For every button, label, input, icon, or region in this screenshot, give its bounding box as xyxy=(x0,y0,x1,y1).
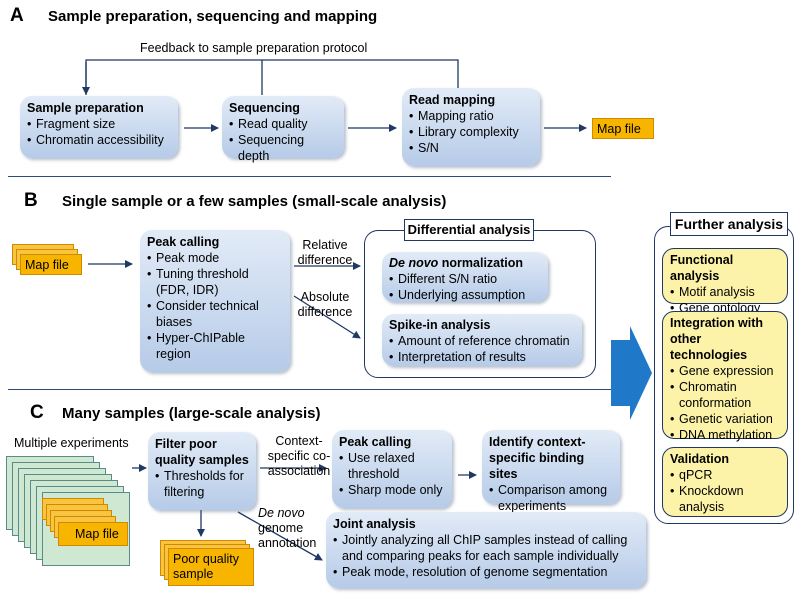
peak-calling-c-box: Peak calling Use relaxed threshold Sharp… xyxy=(332,430,452,508)
functional-analysis-box: Functional analysis Motif analysis Gene … xyxy=(662,248,788,316)
section-a-letter: A xyxy=(10,5,24,26)
map-file-b: Map file xyxy=(20,254,82,275)
spike-in-title: Spike-in analysis xyxy=(389,318,491,332)
feedback-loop-line xyxy=(85,59,459,95)
list-item: Amount of reference chromatin xyxy=(389,333,575,349)
list-item: Underlying assumption xyxy=(389,287,541,303)
list-item: S/N xyxy=(409,140,533,156)
multiple-experiments-label: Multiple experiments xyxy=(14,436,129,450)
functional-analysis-title: Functional analysis xyxy=(670,253,734,283)
list-item: Peak mode xyxy=(147,250,283,266)
arrow-filter-to-joint xyxy=(237,511,323,561)
list-item: Jointly analyzing all ChIP samples inste… xyxy=(333,532,639,564)
sample-preparation-box: Sample preparation Fragment size Chromat… xyxy=(20,96,178,158)
joint-analysis-title: Joint analysis xyxy=(333,517,416,531)
integration-title: Integration with other technologies xyxy=(670,316,764,362)
list-item: Different S/N ratio xyxy=(389,271,541,287)
list-item: Knockdown analysis xyxy=(670,483,780,515)
list-item: Genetic variation xyxy=(670,411,780,427)
list-item: Gene expression xyxy=(670,363,780,379)
filter-title: Filter poor quality samples xyxy=(155,437,249,467)
denovo-normalization-box: De novo normalization Different S/N rati… xyxy=(382,252,548,303)
validation-box: Validation qPCR Knockdown analysis xyxy=(662,447,788,517)
sample-preparation-title: Sample preparation xyxy=(27,101,144,115)
integration-box: Integration with other technologies Gene… xyxy=(662,311,788,443)
section-b-letter: B xyxy=(24,190,38,211)
list-item: Library complexity xyxy=(409,124,533,140)
relative-difference-label: Relative difference xyxy=(297,238,353,267)
normalization-label: normalization xyxy=(438,256,524,270)
map-file-a: Map file xyxy=(592,118,654,139)
arrow-absolute-difference xyxy=(293,295,361,339)
list-item: Fragment size xyxy=(27,116,171,132)
list-item: Interpretation of results xyxy=(389,349,575,365)
list-item: Read quality xyxy=(229,116,337,132)
spike-in-analysis-box: Spike-in analysis Amount of reference ch… xyxy=(382,314,582,366)
filter-box: Filter poor quality samples Thresholds f… xyxy=(148,432,256,510)
map-file-c: Map file xyxy=(58,522,128,546)
validation-title: Validation xyxy=(670,452,730,466)
sequencing-title: Sequencing xyxy=(229,101,300,115)
section-c-letter: C xyxy=(30,402,44,423)
list-item: Tuning threshold (FDR, IDR) xyxy=(147,266,283,298)
denovo-annot-rest: genome annotation xyxy=(258,521,317,550)
denovo-italic: De novo xyxy=(389,256,439,270)
joint-analysis-box: Joint analysis Jointly analyzing all ChI… xyxy=(326,512,646,588)
list-item: Thresholds for filtering xyxy=(155,468,249,500)
peak-calling-b-title: Peak calling xyxy=(147,235,220,249)
section-divider-ab xyxy=(8,176,611,177)
list-item: Comparison among experiments xyxy=(489,482,613,514)
identify-binding-sites-box: Identify context-specific binding sites … xyxy=(482,430,620,513)
list-item: Chromatin conformation xyxy=(670,379,780,411)
section-divider-bc xyxy=(8,389,611,390)
peak-calling-b-box: Peak calling Peak mode Tuning threshold … xyxy=(140,230,290,372)
list-item: DNA methylation xyxy=(670,427,780,443)
list-item: Peak mode, resolution of genome segmenta… xyxy=(333,564,639,580)
list-item: qPCR xyxy=(670,467,780,483)
big-blue-arrow xyxy=(611,326,652,420)
section-a-title: Sample preparation, sequencing and mappi… xyxy=(48,8,378,25)
list-item: Sharp mode only xyxy=(339,482,445,498)
list-item: Hyper-ChIPable region xyxy=(147,330,283,362)
differential-analysis-header: Differential analysis xyxy=(404,219,534,241)
identify-title: Identify context-specific binding sites xyxy=(489,435,586,481)
denovo-annotation-label: De novo genome annotation xyxy=(258,506,318,551)
further-analysis-header: Further analysis xyxy=(670,212,788,236)
peak-calling-c-title: Peak calling xyxy=(339,435,412,449)
section-b-title: Single sample or a few samples (small-sc… xyxy=(62,193,447,210)
list-item: Mapping ratio xyxy=(409,108,533,124)
list-item: Chromatin accessibility xyxy=(27,132,171,148)
feedback-label: Feedback to sample preparation protocol xyxy=(140,41,368,55)
sequencing-box: Sequencing Read quality Sequencing depth xyxy=(222,96,344,163)
list-item: Use relaxed threshold xyxy=(339,450,445,482)
read-mapping-box: Read mapping Mapping ratio Library compl… xyxy=(402,88,540,166)
context-specific-label: Context-specific co-association xyxy=(267,434,331,478)
section-c-title: Many samples (large-scale analysis) xyxy=(62,405,321,422)
list-item: Sequencing depth xyxy=(229,132,337,164)
poor-quality-sample: Poor quality sample xyxy=(168,548,254,586)
list-item: Motif analysis xyxy=(670,284,780,300)
denovo-annot-italic: De novo xyxy=(258,506,305,520)
list-item: Consider technical biases xyxy=(147,298,283,330)
read-mapping-title: Read mapping xyxy=(409,93,496,107)
absolute-difference-label: Absolute difference xyxy=(297,290,353,319)
